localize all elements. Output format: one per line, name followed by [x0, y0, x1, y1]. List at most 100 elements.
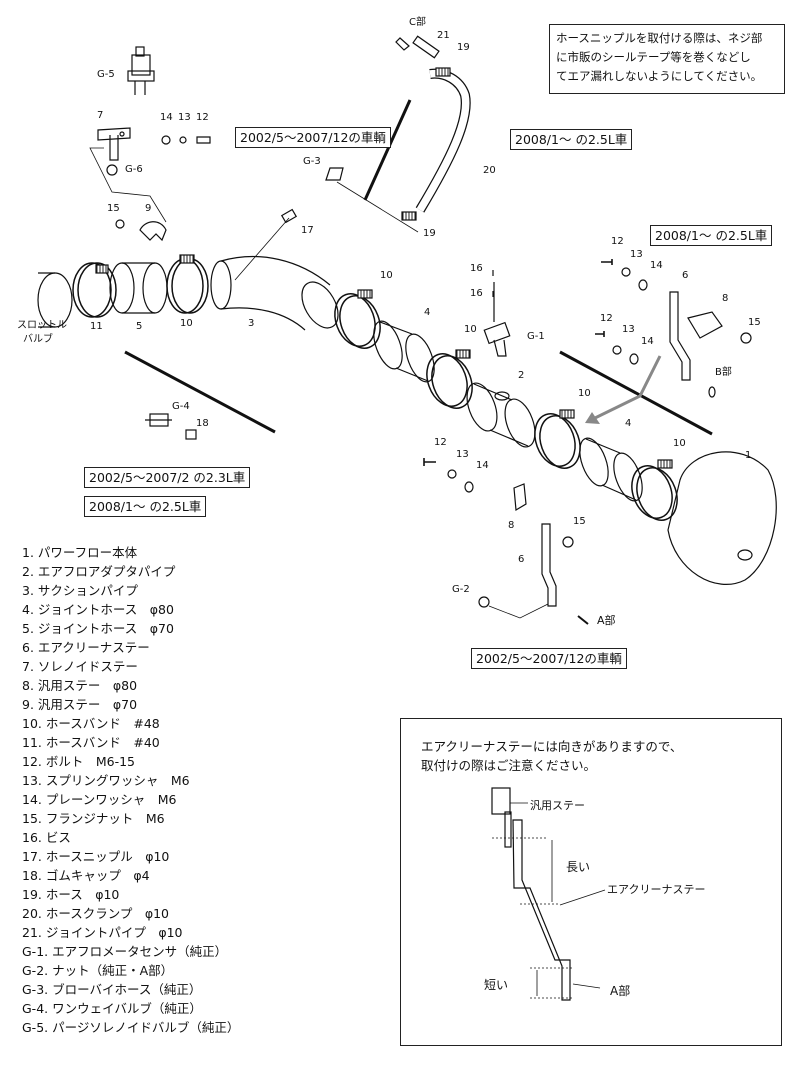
- list-item: 18. ゴムキャップ φ4: [22, 868, 150, 883]
- parts-list: 1. パワーフロー本体 2. エアフロアダプタパイプ 3. サクションパイプ 4…: [22, 543, 239, 1037]
- label-cleaner-stay: エアクリーナステー: [607, 883, 706, 896]
- list-item: 2. エアフロアダプタパイプ: [22, 564, 176, 579]
- label-14d: 14: [476, 460, 489, 471]
- list-item: 14. プレーンワッシャ M6: [22, 792, 177, 807]
- caption-top-left: 2002/5〜2007/12の車輌: [235, 127, 391, 148]
- label-4a: 4: [424, 307, 431, 318]
- list-item: 16. ビス: [22, 830, 71, 845]
- label-throttle-1: スロットル: [17, 320, 67, 331]
- list-item: 7. ソレノイドステー: [22, 659, 138, 674]
- note-line: に市販のシールテープ等を巻くなどし: [556, 50, 751, 64]
- label-16a: 16: [470, 263, 483, 274]
- list-item: 15. フランジナット M6: [22, 811, 165, 826]
- list-item: 9. 汎用ステー φ70: [22, 697, 138, 712]
- list-item: G-3. ブローバイホース（純正）: [22, 982, 202, 997]
- label-g2: G-2: [452, 584, 470, 595]
- label-g3: G-3: [303, 156, 321, 167]
- hose-band-10-a: [334, 289, 381, 349]
- stay-orientation-box: エアクリーナステーには向きがありますので、 取付けの際はご注意ください。: [400, 718, 782, 1046]
- label-12c: 12: [600, 313, 613, 324]
- label-10e: 10: [673, 438, 686, 449]
- list-item: G-5. パージソレノイドバルブ（純正）: [22, 1020, 240, 1035]
- list-item: G-2. ナット（純正・A部）: [22, 963, 174, 978]
- stay-note-line: 取付けの際はご注意ください。: [421, 758, 597, 773]
- joint-hose-4-b: [579, 437, 643, 502]
- hose-band-10-b: [426, 349, 473, 409]
- label-g6: G-6: [125, 164, 143, 175]
- label-b-part: B部: [715, 367, 732, 378]
- label-21: 21: [437, 30, 450, 41]
- caption-left-a: 2002/5〜2007/2 の2.3L車: [84, 467, 251, 488]
- bolt-12a: [196, 136, 211, 144]
- note-line: ホースニップルを取付ける際は、ネジ部: [556, 31, 763, 45]
- label-14b: 14: [650, 260, 663, 271]
- bottom-stay-cluster: [423, 458, 589, 625]
- label-stay-a-part: A部: [610, 984, 631, 998]
- label-8a: 8: [722, 293, 729, 304]
- label-3: 3: [248, 318, 255, 329]
- hose-band-10-c: [534, 409, 581, 469]
- label-13c: 13: [622, 324, 635, 335]
- label-short: 短い: [484, 978, 509, 992]
- caption-left-b: 2008/1〜 の2.5L車: [84, 496, 207, 517]
- label-19b: 19: [423, 228, 436, 239]
- airflow-adapter-pipe-2: [466, 382, 536, 448]
- c-part-fitting: [395, 37, 410, 51]
- label-15a: 15: [107, 203, 120, 214]
- suction-pipe-3: [210, 255, 339, 331]
- label-8b: 8: [508, 520, 515, 531]
- hose-clamp-19-bottom: [401, 211, 417, 221]
- label-g4: G-4: [172, 401, 190, 412]
- joint-hose-4-a: [373, 320, 435, 383]
- list-item: 4. ジョイントホース φ80: [22, 602, 174, 617]
- label-16b: 16: [470, 288, 483, 299]
- list-item: 5. ジョイントホース φ70: [22, 621, 174, 636]
- label-15b: 15: [748, 317, 761, 328]
- list-item: 20. ホースクランプ φ10: [22, 906, 170, 921]
- hose-band-10-d: [631, 459, 678, 521]
- joint-pipe-21: [412, 35, 440, 59]
- list-item: 13. スプリングワッシャ M6: [22, 773, 190, 788]
- list-item: 8. 汎用ステー φ80: [22, 678, 138, 693]
- list-item: 12. ボルト M6-15: [22, 754, 136, 769]
- label-a-part: A部: [597, 614, 616, 627]
- list-item: 3. サクションパイプ: [22, 583, 138, 598]
- list-item: G-4. ワンウェイバルブ（純正）: [22, 1001, 202, 1016]
- hose-nipple-17: [234, 208, 298, 281]
- label-15c: 15: [573, 516, 586, 527]
- list-item: 6. エアクリーナステー: [22, 640, 150, 655]
- hose-20: [415, 68, 471, 213]
- label-14c: 14: [641, 336, 654, 347]
- label-17: 17: [301, 225, 314, 236]
- label-13a: 13: [178, 112, 191, 123]
- label-c-part: C部: [409, 17, 426, 28]
- label-11: 11: [90, 321, 103, 332]
- label-g5: G-5: [97, 69, 115, 80]
- hose-nipple-note: ホースニップルを取付ける際は、ネジ部 に市販のシールテープ等を巻くなどし てエア…: [549, 24, 785, 94]
- caption-right: 2008/1〜 の2.5L車: [650, 225, 773, 246]
- list-item: 21. ジョイントパイプ φ10: [22, 925, 183, 940]
- label-10c: 10: [464, 324, 477, 335]
- label-2: 2: [518, 370, 525, 381]
- label-12d: 12: [434, 437, 447, 448]
- label-12a: 12: [196, 112, 209, 123]
- label-10d: 10: [578, 388, 591, 399]
- purge-solenoid-valve: [127, 46, 155, 95]
- list-item: 1. パワーフロー本体: [22, 545, 138, 560]
- label-throttle-2: バルブ: [23, 334, 53, 345]
- label-6a: 6: [682, 270, 689, 281]
- throttle-valve: [37, 272, 73, 328]
- hose-band-10-left: [166, 254, 209, 314]
- airflow-meter-sensor: [483, 282, 511, 357]
- list-item: 10. ホースバンド #48: [22, 716, 160, 731]
- list-item: 11. ホースバンド #40: [22, 735, 160, 750]
- blow-by-hose: [325, 167, 344, 181]
- general-stay-9: [139, 221, 167, 242]
- label-12b: 12: [611, 236, 624, 247]
- label-6b: 6: [518, 554, 525, 565]
- power-flow-body: [667, 451, 777, 585]
- label-13d: 13: [456, 449, 469, 460]
- stay-orientation-text: エアクリーナステーには向きがありますので、 取付けの際はご注意ください。: [421, 737, 682, 775]
- hose-clamp-19-top: [435, 67, 451, 77]
- stay-note-line: エアクリーナステーには向きがありますので、: [421, 739, 683, 754]
